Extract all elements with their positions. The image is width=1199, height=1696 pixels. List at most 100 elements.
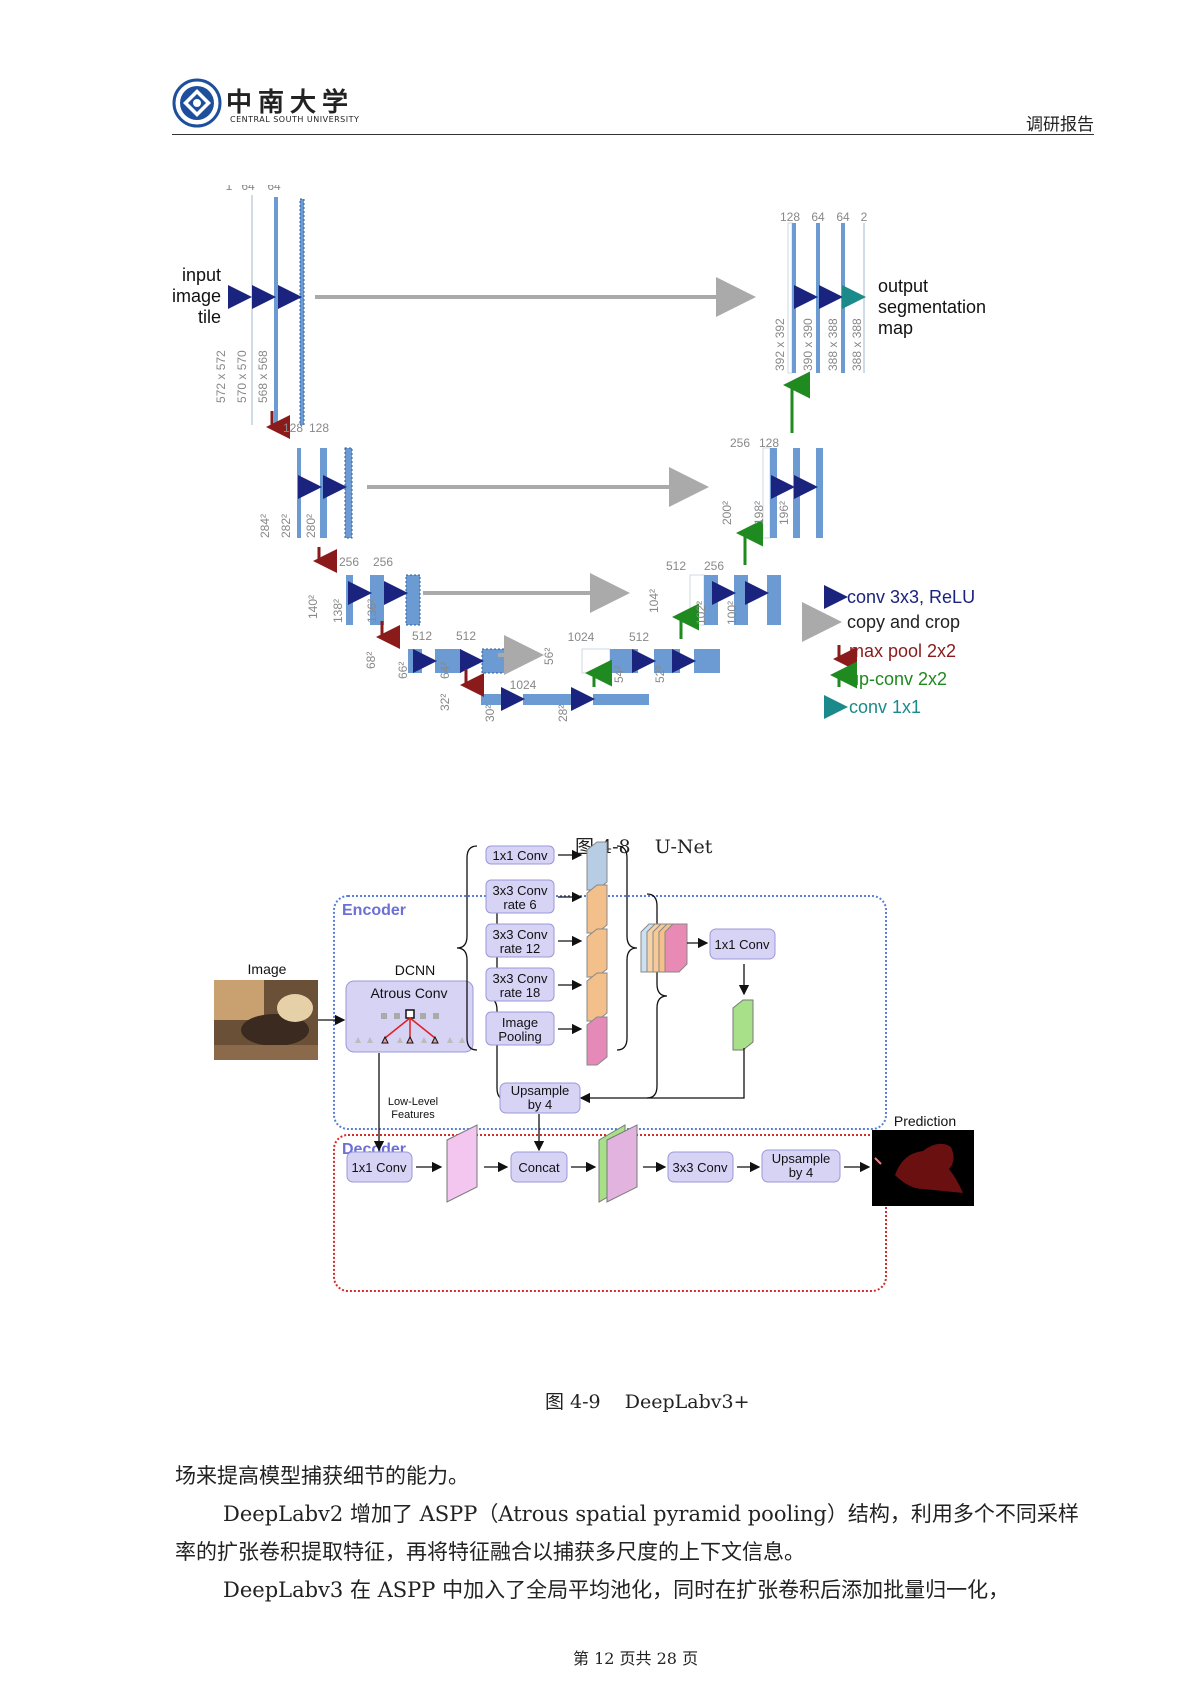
decoder-upsample-label: Upsample [511, 1083, 570, 1098]
aspp-rate18-label: rate 18 [500, 985, 540, 1000]
unet-u4-bar [694, 649, 720, 673]
unet-size-label: 66² [396, 662, 410, 679]
unet-size-label: 388 x 388 [826, 318, 840, 371]
report-type: 调研报告 [1026, 115, 1094, 135]
unet-size-label: 30² [483, 705, 497, 722]
encoder-box [333, 895, 887, 1130]
low-level-label: Low-Level [388, 1096, 438, 1108]
unet-l3-bar [346, 575, 353, 625]
legend-conv3x3: conv 3x3, ReLU [847, 587, 975, 607]
unet-channel-label: 256 [730, 436, 750, 450]
unet-size-label: 390 x 390 [801, 318, 815, 371]
unet-l4-bar [435, 649, 461, 673]
unet-size-label: 102² [694, 601, 708, 625]
aspp-right-brace [616, 845, 638, 1051]
upconv-arrows [585, 371, 810, 687]
aspp-rate12-label: 3x3 Conv [493, 927, 548, 942]
unet-size-label: 54² [612, 666, 626, 683]
atrous-conv-label: Atrous Conv [370, 985, 447, 1001]
unet-legend: conv 3x3, ReLU copy and crop max pool 2x… [802, 585, 975, 719]
page-number: 第 12 页共 28 页 [573, 1649, 699, 1668]
dcnn-label: DCNN [395, 962, 435, 978]
aspp-1x1-conv-box [485, 845, 555, 865]
unet-size-label: 570 x 570 [235, 350, 249, 403]
conv-arrows [228, 285, 843, 711]
aspp-pooling-feature [586, 1016, 608, 1066]
unet-channel-label: 1 [226, 185, 233, 193]
unet-u4-copy-bar [581, 648, 611, 674]
unet-l3-bar [405, 574, 421, 626]
aspp-rate6-label: rate 6 [503, 897, 536, 912]
unet-u2-bar [816, 448, 823, 538]
decoder-3x3-conv-box [667, 1151, 734, 1183]
unet-channel-label: 64 [241, 185, 255, 193]
aspp-rate6-label: 3x3 Conv [493, 883, 548, 898]
decoder-1x1-conv-box [346, 1151, 413, 1183]
unet-l1-bar [274, 197, 278, 425]
aspp-image-pooling-label: Image [502, 1015, 538, 1030]
decoder-3x3-conv-label: 3x3 Conv [673, 1160, 728, 1175]
unet-size-label: 140² [306, 595, 320, 619]
aspp-clean: 1x1 Conv 3x3 Conv rate 6 3x3 Conv rate 1… [456, 841, 638, 1066]
unet-channel-label: 512 [456, 629, 476, 643]
low-level-label: Features [391, 1109, 435, 1121]
unet-l2-bar [320, 448, 327, 538]
unet-channel-label: 128 [283, 421, 303, 435]
deeplab-diagram: Encoder Decoder Image DCNN Atrous Conv [214, 893, 974, 1292]
input-label-line: input [182, 265, 221, 285]
input-image [214, 980, 318, 1060]
unet-size-label: 100² [725, 601, 739, 625]
unet-size-label: 392 x 392 [773, 318, 787, 371]
aspp-rate6-box [485, 879, 555, 914]
encoder-label: Encoder [342, 902, 406, 919]
unet-l2-bar [344, 447, 353, 539]
unet-size-label: 138² [331, 599, 345, 623]
body-line: 场来提高模型捕获细节的能力。 [175, 1464, 469, 1488]
aspp-rate12-feature [586, 928, 608, 978]
figure-caption-unet: 图 4-8 U-Net [575, 836, 713, 858]
aspp-image-pooling-box [485, 1011, 555, 1046]
maxpool-arrows [266, 411, 484, 697]
output-label-line: output [878, 276, 928, 296]
unet-l1-bar [299, 198, 305, 426]
unet-channel-label: 128 [309, 421, 329, 435]
decoder-upsample-label: by 4 [528, 1097, 553, 1112]
unet-channel-label: 128 [759, 436, 779, 450]
unet-channel-label: 256 [373, 555, 393, 569]
unet-size-label: 284² [258, 514, 272, 538]
legend-conv1x1: conv 1x1 [849, 697, 921, 717]
unet-size-label: 280² [304, 514, 318, 538]
unet-channel-label: 2 [861, 210, 868, 224]
output-label-line: segmentation [878, 297, 986, 317]
unet-size-label: 32² [438, 694, 452, 711]
body-line: 率的扩张卷积提取特征，再将特征融合以捕获多尺度的上下文信息。 [175, 1540, 805, 1564]
aspp-rate12-label: rate 12 [500, 941, 540, 956]
unet-bottom-bar [523, 694, 579, 705]
unet-l4-bar [408, 649, 422, 673]
aspp-right-brace [646, 893, 668, 1099]
unet-u1-bar [816, 223, 820, 373]
unet-size-label: 568 x 568 [256, 350, 270, 403]
unet-channel-label: 1024 [510, 678, 537, 692]
unet-u1-bar [792, 223, 796, 373]
low-level-feature-map [446, 1124, 478, 1203]
unet-u3-bar [767, 575, 781, 625]
header-rule [172, 134, 1094, 135]
unet-size-label: 196² [777, 501, 791, 525]
unet-u1-copy-bar [787, 222, 793, 374]
prediction-label: Prediction [894, 1113, 956, 1129]
decoder-1x1-conv-label: 1x1 Conv [352, 1160, 407, 1175]
unet-u2-bar [770, 448, 777, 538]
concat-box [510, 1151, 568, 1183]
unet-channel-label: 64 [836, 210, 850, 224]
unet-u3-bar [734, 575, 748, 625]
aspp-left-brace [456, 845, 478, 1051]
unet-size-label: 52² [653, 666, 667, 683]
copy-crop-arrows [315, 277, 756, 675]
body-line: DeepLabv3 在 ASPP 中加入了全局平均池化，同时在扩张卷积后添加批量… [223, 1578, 1010, 1602]
unet-size-label: 56² [542, 648, 556, 665]
prediction-image [872, 1130, 974, 1206]
unet-size-label: 200² [720, 501, 734, 525]
unet-size-label: 388 x 388 [850, 318, 864, 371]
concat-label: Concat [518, 1160, 560, 1175]
